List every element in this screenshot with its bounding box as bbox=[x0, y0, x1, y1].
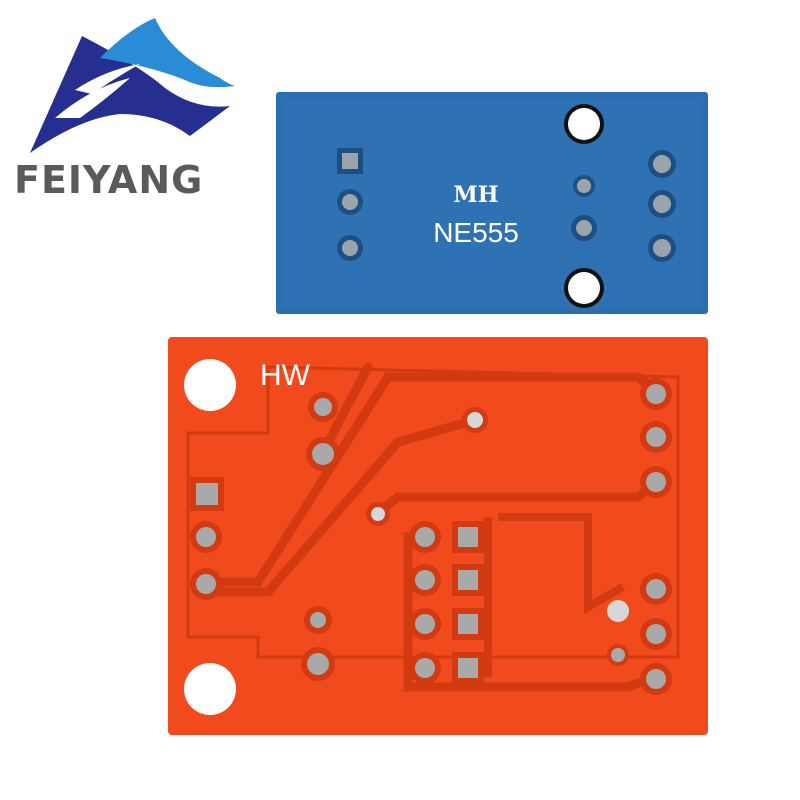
logo-light-wing bbox=[100, 18, 235, 88]
feiyang-logo-mark bbox=[30, 18, 235, 153]
silk-label: HW bbox=[260, 359, 311, 392]
blue-pcb-board: MH NE555 bbox=[276, 92, 708, 314]
pcb-trace bbox=[203, 372, 661, 587]
chip-label: NE555 bbox=[433, 217, 519, 248]
logo-stripe bbox=[75, 64, 140, 94]
pcb-trace bbox=[186, 365, 680, 659]
pcb-trace bbox=[203, 417, 473, 597]
logo-dark-wing bbox=[30, 36, 230, 153]
red-pcb-board: HW bbox=[168, 337, 708, 735]
via-pad bbox=[607, 600, 629, 622]
mounting-hole bbox=[184, 663, 236, 715]
maker-mark: MH bbox=[453, 182, 498, 208]
brand-text: FEIYANG bbox=[14, 158, 204, 202]
pcb-trace bbox=[318, 362, 373, 457]
pcb-trace bbox=[498, 513, 625, 614]
mounting-hole bbox=[184, 359, 236, 411]
logo-stripe bbox=[55, 78, 130, 118]
